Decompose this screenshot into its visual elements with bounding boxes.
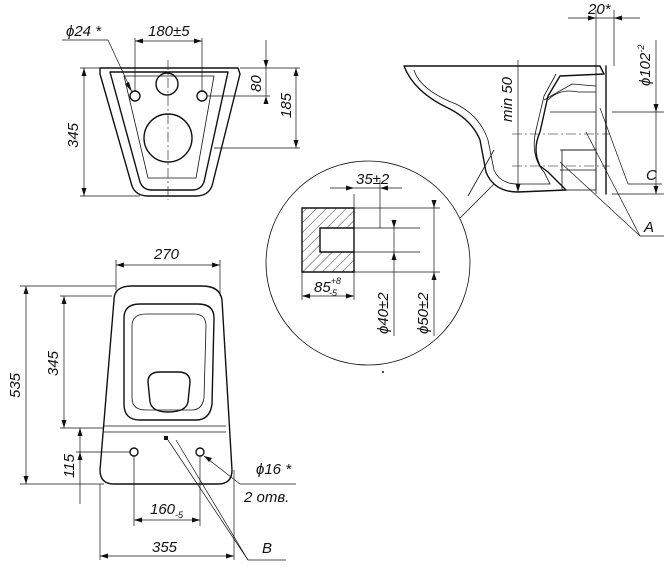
top-dim-270: 270 bbox=[153, 246, 180, 263]
detail-a-view: 35±2 85+8-5 ϕ40±2 ϕ50±2 bbox=[265, 149, 495, 373]
front-dim-hole-dia: ϕ24 * bbox=[66, 23, 102, 40]
front-dim-height: 345 bbox=[65, 122, 82, 148]
top-center-mark bbox=[164, 436, 168, 440]
top-view: 270 535 345 115 ϕ16 * 2 отв. 160-5 bbox=[7, 246, 296, 561]
front-inner-outline bbox=[109, 71, 229, 191]
detail-dim-40: ϕ40±2 bbox=[375, 292, 392, 334]
top-label-holes: 2 отв. bbox=[243, 489, 289, 506]
top-mount-hole-left bbox=[129, 447, 139, 457]
top-dim-535: 535 bbox=[7, 372, 24, 398]
side-label-a: A bbox=[643, 219, 654, 236]
top-dim-355: 355 bbox=[152, 539, 178, 556]
side-dim-20: 20* bbox=[587, 1, 612, 18]
top-seat-handle bbox=[147, 371, 191, 413]
front-mount-hole-right bbox=[196, 90, 208, 102]
detail-dim-35: 35±2 bbox=[356, 171, 390, 188]
top-label-b: B bbox=[262, 540, 272, 557]
side-trapway bbox=[547, 90, 596, 171]
front-mount-hole-left bbox=[129, 90, 141, 102]
side-dim-outlet: ϕ102-2 bbox=[636, 45, 654, 86]
side-bowl-inner bbox=[413, 69, 557, 185]
top-mount-hole-right bbox=[195, 447, 205, 457]
top-dim-345: 345 bbox=[45, 350, 62, 376]
top-seat-inner bbox=[131, 313, 207, 411]
top-seat-outline bbox=[123, 303, 215, 421]
front-dim-80: 80 bbox=[248, 75, 265, 92]
top-dim-hole-dia: ϕ16 * bbox=[256, 461, 292, 478]
side-dim-min50: min 50 bbox=[499, 76, 516, 122]
top-outer-outline bbox=[99, 285, 233, 485]
side-label-c: C bbox=[646, 167, 657, 184]
front-dim-hole-spacing: 180±5 bbox=[148, 23, 190, 40]
front-inlet-circle bbox=[155, 72, 179, 96]
detail-block-hatched bbox=[301, 207, 355, 273]
front-bowl bbox=[123, 75, 215, 179]
side-bowl-outline bbox=[403, 65, 605, 193]
detail-circle bbox=[265, 160, 471, 366]
detail-dim-50: ϕ50±2 bbox=[415, 292, 432, 334]
front-dim-185: 185 bbox=[278, 92, 295, 118]
side-view: 20* ϕ102-2 min 50 C A bbox=[403, 1, 664, 237]
top-dim-160: 160-5 bbox=[150, 501, 184, 520]
side-outlet bbox=[561, 149, 597, 191]
top-dim-115: 115 bbox=[61, 453, 78, 478]
front-view: 180±5 ϕ24 * 345 80 185 bbox=[62, 23, 300, 200]
detail-dim-85: 85+8-5 bbox=[314, 276, 341, 298]
front-outer-outline bbox=[99, 67, 241, 197]
